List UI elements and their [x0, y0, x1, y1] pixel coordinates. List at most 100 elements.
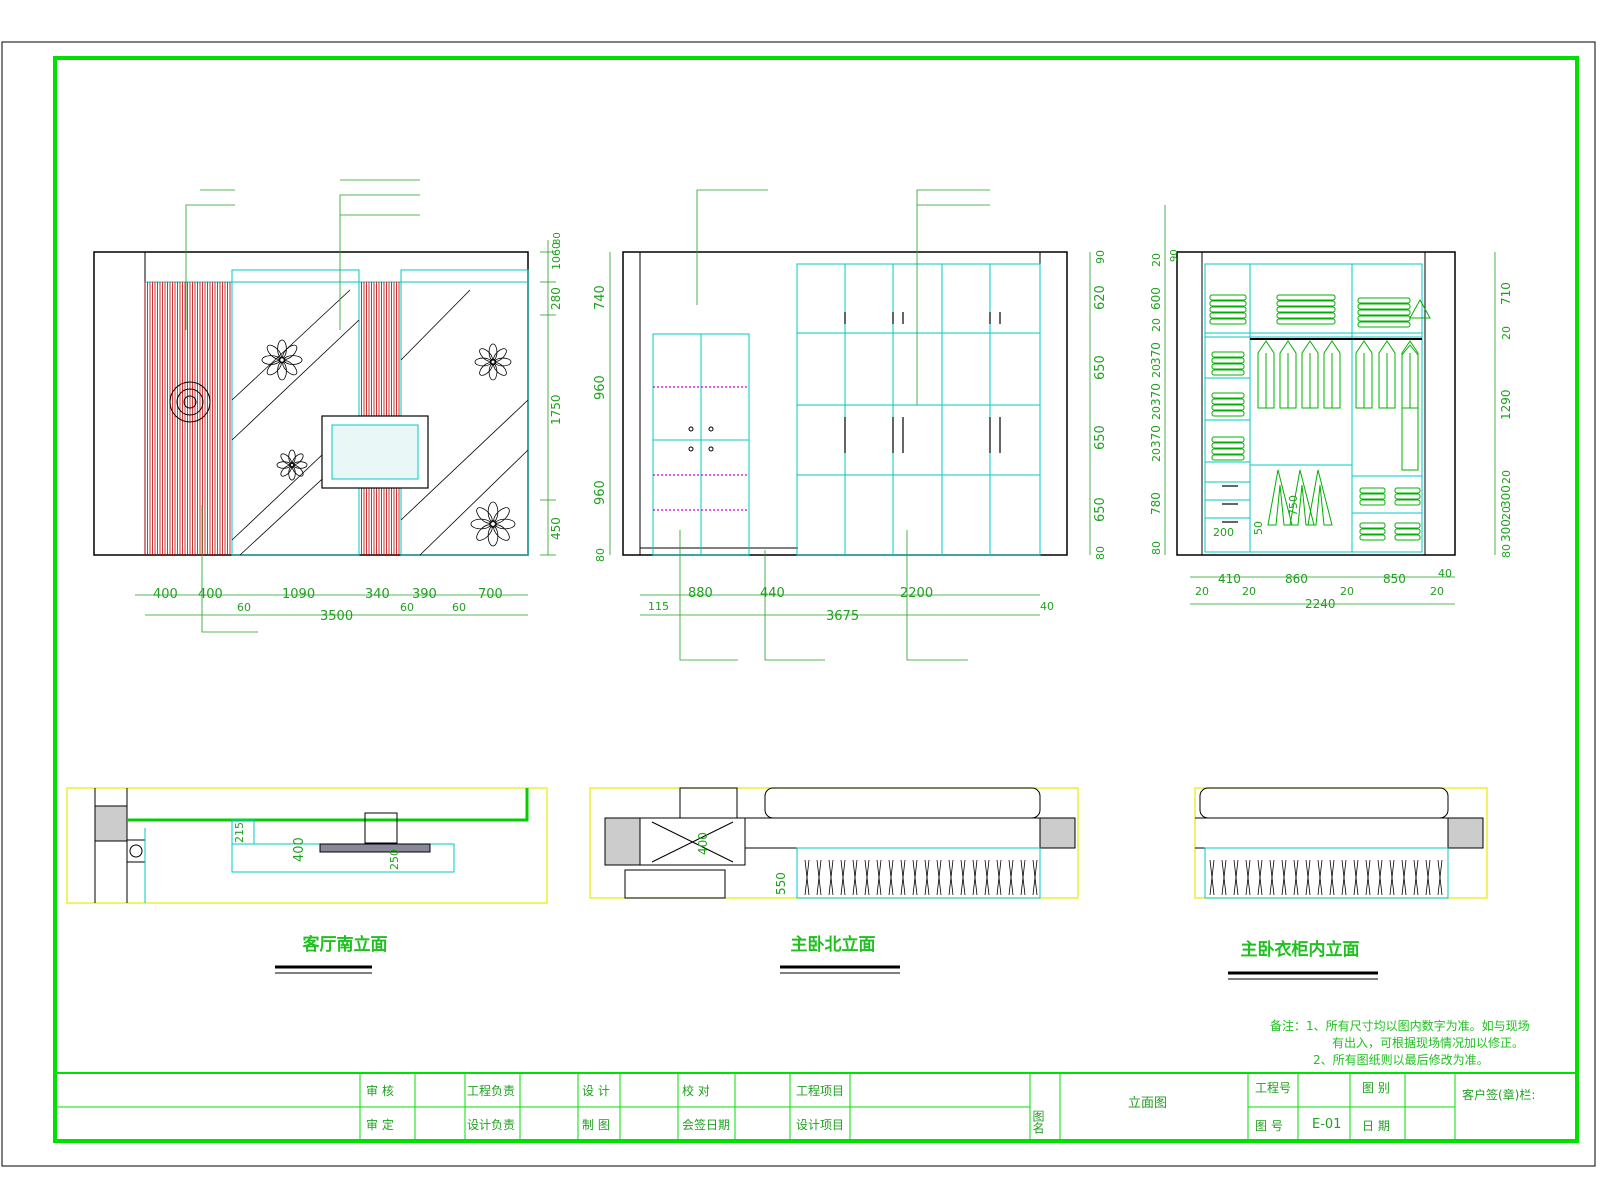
- dim-text: 650: [1093, 497, 1108, 522]
- glass-panel: [231, 269, 360, 556]
- view-titles: 客厅南立面 主卧北立面 主卧衣柜内立面: [275, 934, 1378, 980]
- dim-text: 440: [760, 586, 785, 601]
- elevation-outline: [1176, 251, 1456, 556]
- view-wardrobe-interior: 20 90 600 20 370 20 370 20 370 20 780 80…: [1149, 205, 1513, 611]
- dim-text: 60: [237, 601, 251, 614]
- dim-text: 1060: [550, 242, 563, 270]
- dim-text: 390: [412, 587, 437, 602]
- dim-text: 20: [1150, 253, 1163, 267]
- dim-text: 550: [774, 872, 788, 895]
- dim-text: 370: [1149, 425, 1163, 448]
- round-medallion: [169, 381, 211, 423]
- tb-label: 日 期: [1362, 1119, 1390, 1133]
- tb-label: 客户签(章)栏:: [1462, 1087, 1535, 1102]
- dimension-text: 740 960 960 80 90 620 650 650 650 80 880…: [593, 250, 1108, 624]
- dimension-lines: [609, 252, 1091, 616]
- glass-panel: [400, 269, 529, 556]
- dim-text: 80: [1094, 546, 1107, 560]
- hanging-clothes: [1257, 298, 1431, 526]
- tb-label: 工程项目: [796, 1083, 844, 1098]
- annotation-leaders: [185, 179, 420, 633]
- dim-text: 20: [1500, 326, 1513, 340]
- dim-text: 60: [452, 601, 466, 614]
- dim-text: 750: [1287, 495, 1300, 516]
- drawing-name: 立面图: [1128, 1096, 1167, 1111]
- dim-text: 370: [1149, 342, 1163, 365]
- dim-text: 400: [153, 587, 178, 602]
- dim-text: 115: [648, 600, 669, 613]
- dim-text: 340: [365, 587, 390, 602]
- dim-text: 300: [1499, 485, 1513, 508]
- dim-text: 300: [1499, 519, 1513, 542]
- note-line: 2、所有图纸则以最后修改为准。: [1313, 1052, 1489, 1067]
- dim-total: 3675: [826, 609, 859, 624]
- dim-text: 400: [292, 837, 307, 862]
- dim-text: 20: [1195, 585, 1209, 598]
- plan-strip-living: 215 400 250: [66, 787, 548, 904]
- dim-text: 600: [1149, 287, 1163, 310]
- dim-text: 20: [1242, 585, 1256, 598]
- dim-text: 1090: [282, 587, 315, 602]
- dim-text: 200: [1213, 526, 1234, 539]
- dim-text: 20: [1500, 506, 1513, 520]
- tb-label: 会签日期: [682, 1117, 730, 1132]
- outer-border: [1, 41, 1596, 1167]
- dim-text: 620: [1093, 285, 1108, 310]
- dim-text: 60: [400, 601, 414, 614]
- wood-slat-panel: [144, 282, 231, 555]
- dim-text: 250: [388, 849, 401, 870]
- dim-text: 1750: [549, 394, 563, 425]
- glass-hatch: [231, 289, 529, 556]
- tb-label: 图名: [1031, 1110, 1045, 1134]
- dim-text: 20: [1150, 406, 1163, 420]
- dim-text: 20: [1340, 585, 1354, 598]
- dim-text: 960: [593, 480, 608, 505]
- dim-text: 2200: [900, 586, 933, 601]
- dim-text: 80: [594, 548, 607, 562]
- view-title-master-north: 主卧北立面: [791, 934, 876, 955]
- dimension-lines: [135, 240, 556, 616]
- dim-text: 850: [1383, 572, 1406, 586]
- dim-text: 960: [593, 375, 608, 400]
- dim-text: 780: [1149, 492, 1163, 515]
- dim-text: 215: [233, 822, 246, 843]
- tb-label: 审 核: [366, 1083, 394, 1098]
- title-block-text: 审 核 审 定 工程负责 设计负责 设 计 制 图 校 对 会签日期 工程项目 …: [366, 1080, 1535, 1134]
- tb-label: 设 计: [582, 1084, 610, 1098]
- view-title-wardrobe-inner: 主卧衣柜内立面: [1241, 939, 1360, 960]
- dim-text: 1290: [1499, 389, 1513, 420]
- dim-text: 20: [1150, 448, 1163, 462]
- tb-label: 审 定: [366, 1117, 394, 1132]
- dim-text: 370: [1149, 383, 1163, 406]
- note-line: 有出入，可根据现场情况加以修正。: [1332, 1035, 1524, 1050]
- view-living-south-elevation: 400 400 1090 340 390 700 60 60 60 3500 1…: [93, 179, 563, 633]
- dim-text: 650: [1093, 355, 1108, 380]
- tb-label: 工程号: [1255, 1080, 1291, 1095]
- wardrobe-grid: [796, 263, 1041, 556]
- folded-clothes: [1209, 294, 1421, 541]
- dim-text: 860: [1285, 572, 1308, 586]
- dim-text: 20: [1500, 470, 1513, 484]
- dim-text: 90: [1169, 249, 1180, 262]
- dim-text: 20: [1150, 318, 1163, 332]
- annotation-leaders: [679, 189, 990, 661]
- dim-text: 80: [1150, 541, 1163, 555]
- wardrobe-compartments: [1204, 263, 1423, 553]
- drawing-number: E-01: [1312, 1117, 1341, 1132]
- dim-text: 450: [549, 517, 563, 540]
- dim-total: 3500: [320, 609, 353, 624]
- dim-text: 80: [552, 232, 563, 245]
- tb-label: 工程负责: [467, 1083, 515, 1098]
- general-notes: 备注：1、所有尺寸均以图内数字为准。如与现场 有出入，可根据现场情况加以修正。 …: [1270, 1018, 1530, 1067]
- tb-label: 图 别: [1362, 1081, 1390, 1095]
- tv-screen: [331, 424, 419, 480]
- tb-label: 图 号: [1255, 1119, 1283, 1133]
- dim-text: 400: [198, 587, 223, 602]
- tb-label: 校 对: [682, 1083, 710, 1098]
- dim-total: 2240: [1305, 597, 1336, 611]
- note-line: 备注：1、所有尺寸均以图内数字为准。如与现场: [1270, 1018, 1530, 1033]
- dim-text: 20: [1430, 585, 1444, 598]
- dimension-lines: [1164, 205, 1496, 605]
- dim-text: 90: [1094, 250, 1107, 264]
